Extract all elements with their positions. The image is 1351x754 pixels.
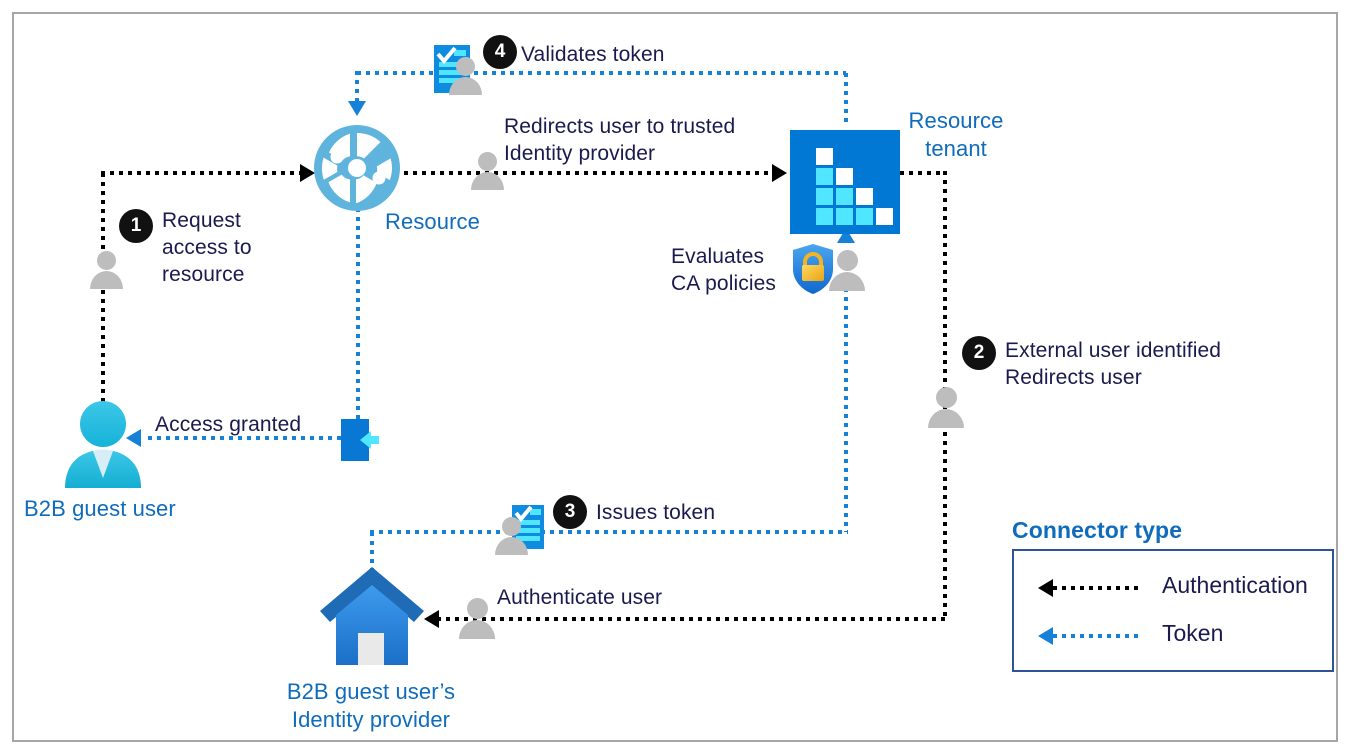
arrowhead-to-resource <box>300 164 315 182</box>
resource-tenant-label: Resource tenant <box>908 108 1004 161</box>
step-badge-2: 2 <box>962 336 996 370</box>
legend-arrowhead-token <box>1038 627 1053 645</box>
step-label-1: Request access to resource <box>162 209 252 286</box>
connector-tenant-to-idp-horizontal <box>437 617 945 621</box>
user-avatar-icon <box>62 400 144 488</box>
legend-label-token: Token <box>1162 620 1224 646</box>
arrowhead-token-to-resource <box>348 101 366 116</box>
arrowhead-to-identity-provider <box>424 610 439 628</box>
connector-guest-to-resource-horizontal <box>101 171 306 175</box>
connector-validates-token-horizontal <box>357 71 846 75</box>
step-label-3: Issues token <box>596 501 716 524</box>
connector-guest-to-resource-vertical <box>101 173 105 419</box>
legend-line-token <box>1053 634 1138 638</box>
token-document-icon-3 <box>512 505 544 549</box>
connector-tenant-exit-horizontal <box>900 171 947 175</box>
legend-item-authentication: Authentication <box>1014 567 1336 607</box>
person-icon-request-access <box>90 251 123 289</box>
connector-access-granted-horizontal <box>148 436 344 440</box>
legend-item-token: Token <box>1014 615 1336 655</box>
arrowhead-to-tenant <box>772 164 787 182</box>
person-icon-evaluates-ca-policies <box>829 250 865 291</box>
legend-title: Connector type <box>1012 517 1183 543</box>
step-badge-1: 1 <box>119 209 153 243</box>
tenant-grid-icon <box>790 130 900 234</box>
edge-label-redirect-trusted-idp: Redirects user to trusted Identity provi… <box>504 115 736 165</box>
legend-arrowhead-authentication <box>1038 579 1053 597</box>
edge-label-access-granted: Access granted <box>155 413 302 436</box>
b2b-guest-user-label: B2B guest user <box>24 496 176 521</box>
connector-token-to-resource-vertical <box>355 71 359 103</box>
access-granted-icon <box>341 419 379 461</box>
person-icon-issues-token <box>495 517 528 555</box>
globe-network-icon <box>311 122 403 214</box>
home-icon <box>318 565 426 670</box>
person-icon-redirect-trusted-idp <box>471 152 504 190</box>
person-icon-external-user <box>928 387 964 428</box>
person-icon-authenticate-user <box>459 598 495 639</box>
step-badge-4: 4 <box>483 35 517 69</box>
diagram-frame <box>12 12 1338 742</box>
resource-label: Resource <box>385 209 480 234</box>
edge-label-evaluates-ca-policies: Evaluates CA policies <box>671 245 776 295</box>
connector-resource-to-tenant <box>404 171 779 175</box>
legend-line-authentication <box>1053 586 1138 590</box>
step-badge-3: 3 <box>553 495 587 529</box>
connector-resource-to-access-vertical <box>356 208 360 420</box>
legend-label-authentication: Authentication <box>1162 572 1308 598</box>
person-icon-validates-token <box>449 57 482 95</box>
legend-box: Authentication Token <box>1012 549 1334 672</box>
shield-lock-icon <box>791 243 835 295</box>
step-label-2: External user identified Redirects user <box>1005 339 1222 389</box>
connector-token-to-tenant-vertical <box>844 288 848 532</box>
connector-tenant-token-vertical <box>844 73 848 123</box>
connector-idp-token-horizontal <box>370 530 848 534</box>
arrowhead-access-granted <box>126 429 141 447</box>
edge-label-authenticate-user: Authenticate user <box>497 586 663 609</box>
identity-provider-label: B2B guest user’s Identity provider <box>286 679 456 732</box>
connector-idp-token-vertical <box>370 532 374 592</box>
step-label-4: Validates token <box>521 43 665 66</box>
